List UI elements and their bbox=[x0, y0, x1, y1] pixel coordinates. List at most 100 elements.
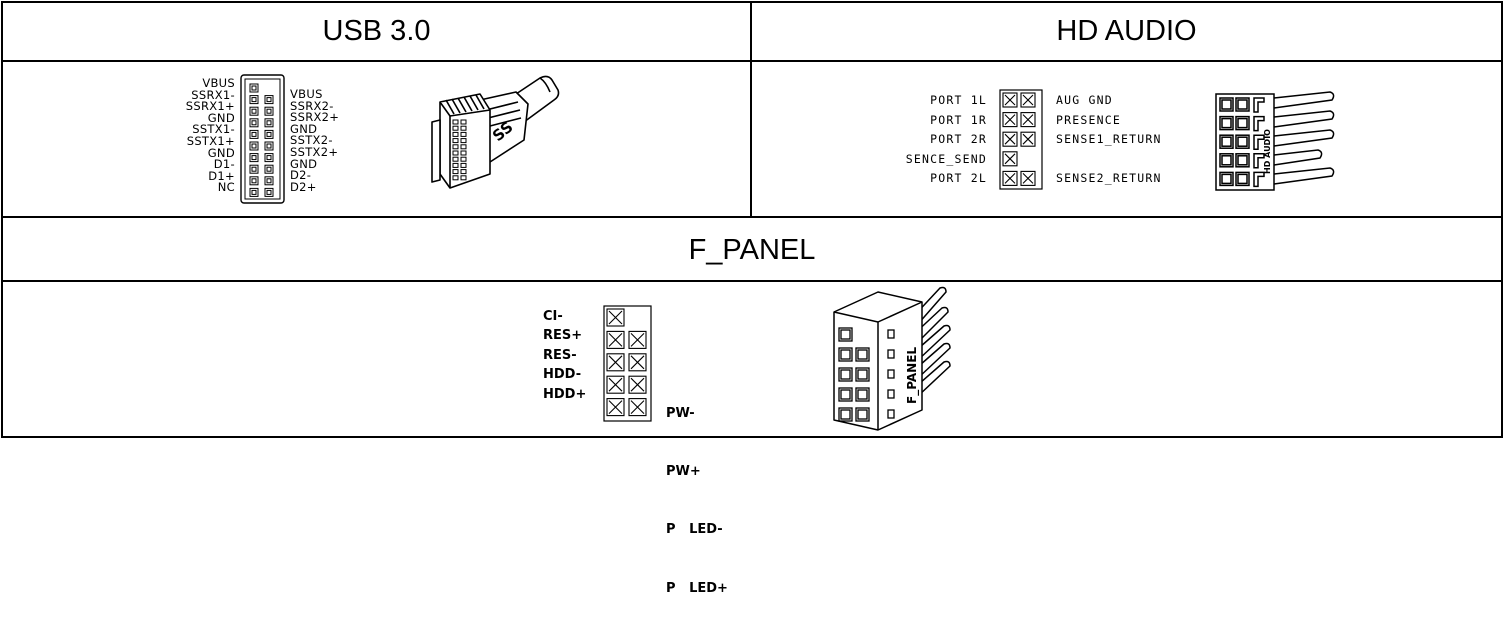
f-panel-pin bbox=[628, 330, 647, 349]
pin-label: CI- bbox=[543, 309, 563, 324]
usb3-pin bbox=[249, 176, 259, 186]
hd-audio-connector-hole bbox=[1219, 97, 1234, 112]
pin-label: GND bbox=[207, 110, 235, 125]
usb3-plug-hole bbox=[460, 150, 467, 156]
usb3-pin bbox=[264, 187, 274, 197]
usb3-plug-hole bbox=[452, 131, 459, 137]
pin-label: D1+ bbox=[208, 168, 235, 183]
hd-audio-connector-hole bbox=[1235, 171, 1250, 187]
pin-label: SSRX2+ bbox=[290, 110, 340, 125]
f-panel-connector-pin bbox=[887, 329, 895, 339]
f-panel-connector-pin bbox=[887, 409, 895, 419]
row-divider bbox=[1, 60, 1503, 62]
usb3-plug-hole bbox=[460, 144, 467, 150]
pin-label: SSTX2+ bbox=[290, 144, 339, 159]
usb3-header: USB 3.0 bbox=[322, 15, 431, 47]
pin-label: VBUS bbox=[290, 87, 323, 101]
usb3-plug-hole bbox=[460, 125, 467, 131]
usb3-plug-hole bbox=[460, 169, 467, 175]
usb3-plug-hole bbox=[460, 138, 467, 144]
usb3-pin bbox=[249, 95, 259, 105]
usb3-pin bbox=[249, 164, 259, 174]
hd-audio-connector-hole bbox=[1219, 134, 1234, 149]
pin-label: VBUS bbox=[202, 76, 235, 90]
usb3-pin bbox=[264, 95, 274, 105]
pinout-table bbox=[1, 1, 1503, 438]
f-panel-connector-hole bbox=[838, 367, 853, 382]
usb3-plug-hole bbox=[452, 156, 459, 162]
f-panel-connector-hole bbox=[838, 387, 853, 402]
pin-label bbox=[1056, 150, 1162, 170]
pin-label: SSRX1+ bbox=[185, 99, 235, 114]
usb3-pin bbox=[264, 106, 274, 116]
hd-audio-connector-latch bbox=[1253, 115, 1265, 132]
usb3-header-pin-diagram bbox=[240, 74, 285, 204]
hd-audio-header: HD AUDIO bbox=[1056, 15, 1197, 47]
pin-label: GND bbox=[207, 145, 235, 160]
usb3-pin bbox=[249, 153, 259, 163]
usb3-plug-hole bbox=[452, 138, 459, 144]
f-panel-left-pin-labels: CI- RES+ RES- HDD- HDD+ bbox=[543, 307, 586, 404]
f-panel-right-pin-labels: PW- PW+ P LED- P LED+ bbox=[666, 307, 728, 618]
pin-label: SSTX1- bbox=[192, 122, 235, 137]
usb3-plug-hole bbox=[460, 156, 467, 162]
hd-audio-connector-hole bbox=[1235, 97, 1250, 112]
usb3-pin bbox=[249, 118, 259, 128]
pin-label: P LED- bbox=[666, 522, 723, 538]
usb3-plug-hole bbox=[452, 119, 459, 125]
hd-audio-connector-label: HD AUDIO bbox=[1263, 129, 1272, 174]
row-divider bbox=[1, 216, 1503, 218]
pin-label: PRESENCE bbox=[1056, 112, 1121, 127]
hd-audio-pin bbox=[1002, 151, 1018, 167]
f-panel-connector-hole bbox=[855, 387, 870, 402]
hd-audio-connector-latch bbox=[1253, 134, 1265, 150]
pin-label: SENSE2_RETURN bbox=[1056, 171, 1162, 186]
usb3-plug-hole bbox=[460, 131, 467, 137]
column-divider bbox=[750, 1, 752, 218]
usb3-pin bbox=[249, 83, 259, 93]
usb3-pin bbox=[264, 129, 274, 139]
hd-audio-pin bbox=[1002, 112, 1018, 128]
pin-label: AUG GND bbox=[1056, 93, 1113, 107]
f-panel-connector-pin bbox=[887, 349, 895, 359]
pin-label: SENSE1_RETURN bbox=[1056, 132, 1162, 147]
pin-label: SENCE_SEND bbox=[905, 151, 987, 166]
pin-label: RES+ bbox=[543, 328, 583, 344]
pin-label: PORT 1R bbox=[930, 112, 987, 127]
usb3-pin bbox=[249, 141, 259, 151]
pin-label: PW+ bbox=[666, 464, 701, 480]
usb3-pin bbox=[249, 187, 259, 197]
usb3-plug-hole bbox=[452, 144, 459, 150]
f-panel-header: F_PANEL bbox=[688, 234, 816, 266]
usb3-pin bbox=[249, 129, 259, 139]
usb3-plug-hole bbox=[460, 119, 467, 125]
f-panel-pin bbox=[606, 330, 625, 349]
pin-label: RES- bbox=[543, 347, 577, 363]
pin-label: P LED+ bbox=[666, 580, 728, 596]
hd-audio-connector-latch bbox=[1253, 153, 1265, 169]
usb3-plug-hole bbox=[460, 162, 467, 168]
pin-label: HDD+ bbox=[543, 386, 587, 402]
usb3-right-pin-labels: VBUS SSRX2- SSRX2+ GND SSTX2- SSTX2+ GND… bbox=[290, 87, 340, 193]
pin-label: HDD- bbox=[543, 367, 582, 383]
usb3-connector-illustration: SS bbox=[431, 75, 560, 189]
hd-audio-pin bbox=[1020, 112, 1036, 128]
f-panel-pin bbox=[628, 353, 647, 372]
usb3-pin bbox=[249, 106, 259, 116]
f-panel-pin bbox=[628, 398, 647, 417]
hd-audio-pin bbox=[1020, 131, 1036, 147]
f-panel-pin bbox=[628, 375, 647, 394]
pin-label: SSRX1- bbox=[191, 87, 235, 102]
hd-audio-connector-hole bbox=[1219, 153, 1234, 168]
hd-audio-pin bbox=[1020, 170, 1036, 186]
f-panel-connector-hole bbox=[838, 327, 853, 342]
pin-label: PW- bbox=[666, 406, 695, 422]
f-panel-connector-hole bbox=[838, 347, 853, 362]
hd-audio-left-pin-labels: PORT 1L PORT 1R PORT 2R SENCE_SEND PORT … bbox=[837, 91, 987, 189]
hd-audio-connector-hole bbox=[1235, 115, 1250, 131]
usb3-plug-hole bbox=[452, 125, 459, 131]
hd-audio-connector-hole bbox=[1235, 134, 1250, 149]
usb3-pin bbox=[264, 153, 274, 163]
usb3-pin bbox=[264, 118, 274, 128]
usb3-plug-hole bbox=[452, 150, 459, 156]
